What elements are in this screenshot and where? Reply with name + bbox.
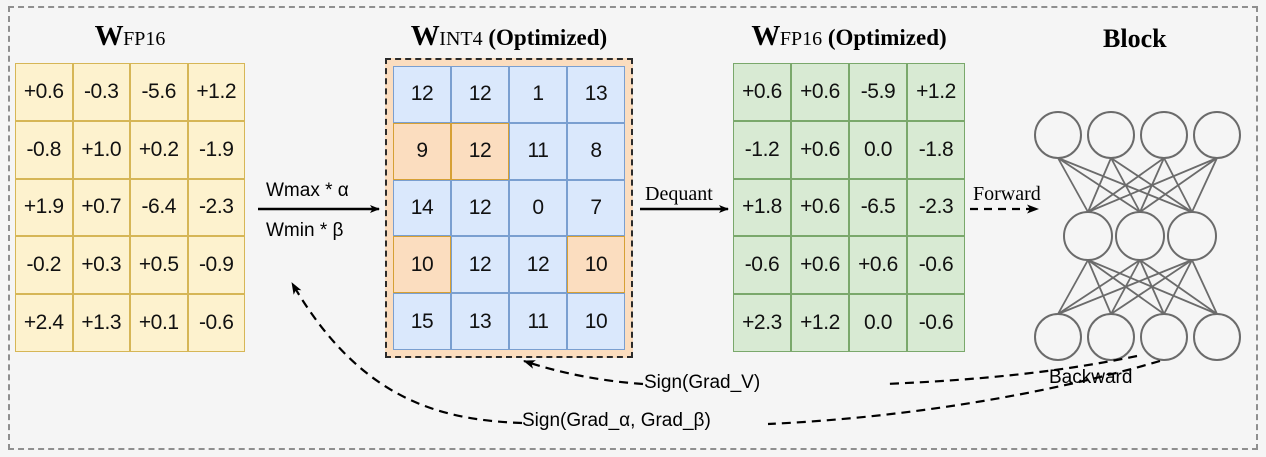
matrix-cell: -0.6: [187, 294, 245, 352]
matrix-int4: 12 12 1 13 9 12 11 8 14 12 0 7 10 12 12 …: [393, 66, 625, 350]
title-w-glyph: W: [94, 20, 124, 52]
label-backward: Backward: [1049, 367, 1133, 388]
matrix-cell: -0.8: [15, 120, 73, 179]
matrix-cell: -2.3: [187, 178, 245, 237]
matrix-cell: 12: [451, 179, 509, 237]
title-w-glyph: W: [410, 20, 440, 52]
matrix-cell: 15: [393, 293, 451, 350]
label-quant-wmax: Wmax * α: [266, 180, 349, 201]
matrix-cell: +1.2: [907, 63, 965, 121]
block-title: Block: [1103, 24, 1167, 53]
matrix-cell: +0.6: [849, 236, 907, 295]
matrix-cell-highlighted: 10: [567, 236, 625, 294]
matrix-cell: -1.2: [733, 120, 791, 179]
title-precision-label: INT4: [439, 28, 483, 50]
matrix-fp16-optimized: +0.6 +0.6 -5.9 +1.2 -1.2 +0.6 0.0 -1.8 +…: [733, 63, 965, 352]
matrix-cell: -1.8: [907, 120, 965, 179]
title-w-glyph: W: [751, 20, 780, 52]
matrix-cell-highlighted: 12: [451, 122, 509, 180]
matrix-cell: +1.9: [15, 178, 73, 237]
matrix-cell: +0.1: [130, 294, 188, 352]
matrix-cell: -0.3: [72, 63, 130, 121]
matrix-cell: +0.2: [130, 120, 188, 179]
matrix-cell: +0.6: [791, 63, 849, 121]
matrix-cell: 11: [509, 122, 567, 180]
matrix-cell: -6.4: [130, 178, 188, 237]
matrix-cell: 13: [567, 66, 625, 123]
matrix-cell: -5.6: [130, 63, 188, 121]
matrix-cell: +1.3: [72, 294, 130, 352]
matrix-cell: -5.9: [849, 63, 907, 121]
matrix-cell: +0.5: [130, 236, 188, 295]
matrix-cell: 12: [509, 236, 567, 294]
matrix-cell: 12: [451, 236, 509, 294]
matrix-cell: 12: [393, 66, 451, 123]
matrix-cell: 1: [509, 66, 567, 123]
matrix-title-fp16-optimized: WFP16 (Optimized): [718, 20, 980, 53]
matrix-cell: +2.4: [15, 294, 73, 352]
label-quant-wmin: Wmin * β: [266, 220, 344, 241]
matrix-cell: -0.6: [907, 236, 965, 295]
matrix-cell: -0.6: [907, 294, 965, 352]
matrix-cell: +2.3: [733, 294, 791, 352]
matrix-cell: 12: [451, 66, 509, 123]
title-precision-label: FP16: [123, 28, 166, 50]
matrix-cell: 10: [567, 293, 625, 350]
matrix-cell: -2.3: [907, 178, 965, 237]
label-dequant: Dequant: [645, 183, 713, 205]
label-sign-grad-alpha-beta: Sign(Grad_α, Grad_β): [522, 410, 711, 431]
matrix-cell: -6.5: [849, 178, 907, 237]
label-forward: Forward: [973, 183, 1041, 205]
matrix-cell: -0.9: [187, 236, 245, 295]
matrix-cell: 14: [393, 179, 451, 237]
matrix-cell: 0.0: [849, 120, 907, 179]
matrix-cell: 0: [509, 179, 567, 237]
matrix-cell: +0.6: [791, 236, 849, 295]
matrix-cell: 13: [451, 293, 509, 350]
title-optimized-label: (Optimized): [482, 25, 608, 50]
matrix-cell: 8: [567, 122, 625, 180]
matrix-title-int4: WINT4 (Optimized): [385, 20, 633, 53]
label-sign-grad-v: Sign(Grad_V): [644, 372, 761, 393]
matrix-cell: +0.6: [733, 63, 791, 121]
matrix-cell: 0.0: [849, 294, 907, 352]
matrix-cell: 11: [509, 293, 567, 350]
matrix-cell: -0.2: [15, 236, 73, 295]
matrix-cell: +1.2: [187, 63, 245, 121]
matrix-cell-highlighted: 10: [393, 236, 451, 294]
title-optimized-label: (Optimized): [822, 25, 947, 50]
matrix-cell: 7: [567, 179, 625, 237]
matrix-cell: +0.6: [791, 178, 849, 237]
matrix-cell: +0.7: [72, 178, 130, 237]
matrix-title-fp16: WFP16: [15, 20, 245, 53]
matrix-cell: +0.6: [15, 63, 73, 121]
matrix-int4-outline: 12 12 1 13 9 12 11 8 14 12 0 7 10 12 12 …: [385, 58, 633, 358]
matrix-cell: -1.9: [187, 120, 245, 179]
matrix-cell: +1.8: [733, 178, 791, 237]
matrix-cell: +0.6: [791, 120, 849, 179]
matrix-cell: +1.2: [791, 294, 849, 352]
matrix-cell: +0.3: [72, 236, 130, 295]
title-precision-label: FP16: [779, 28, 823, 50]
matrix-fp16: +0.6 -0.3 -5.6 +1.2 -0.8 +1.0 +0.2 -1.9 …: [15, 63, 245, 352]
matrix-cell: +1.0: [72, 120, 130, 179]
matrix-cell-highlighted: 9: [393, 122, 451, 180]
matrix-cell: -0.6: [733, 236, 791, 295]
